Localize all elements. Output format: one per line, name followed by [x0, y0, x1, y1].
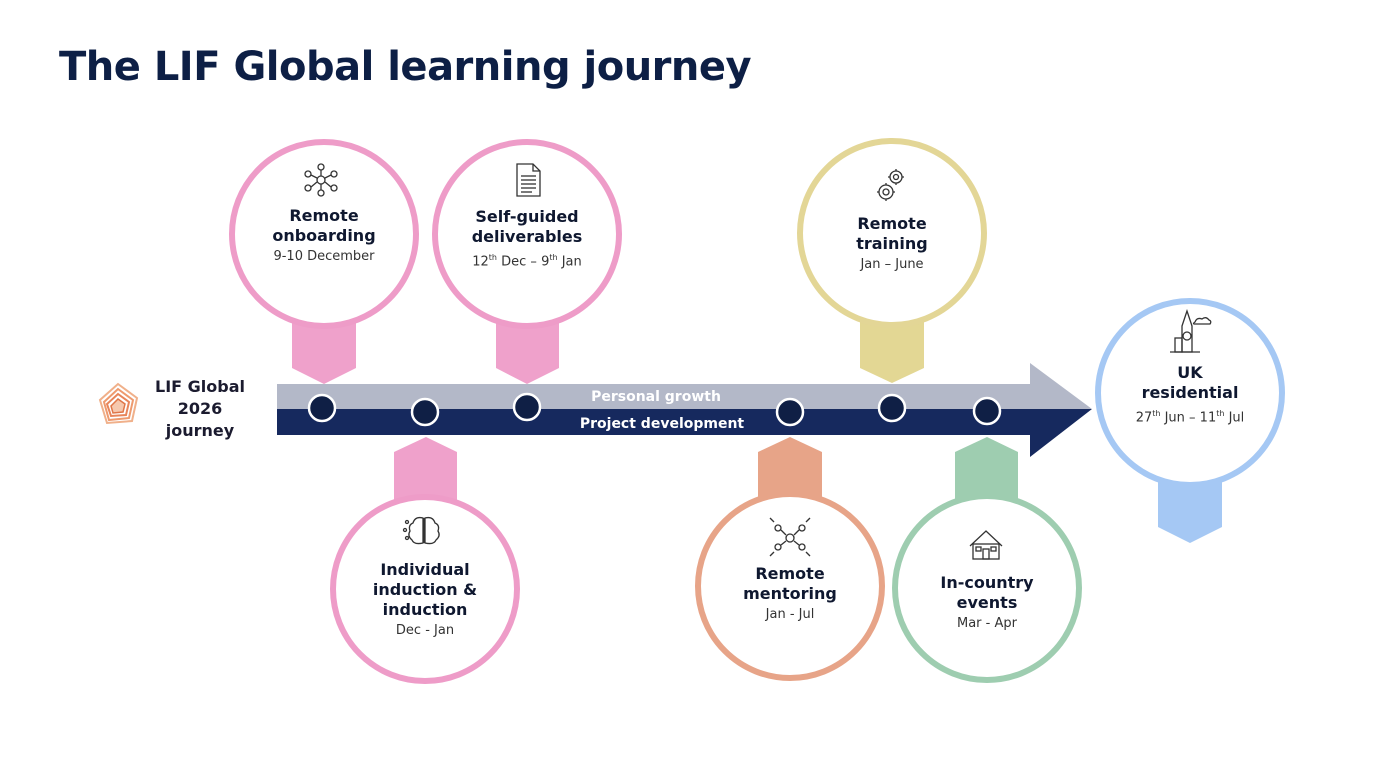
timeline-dot: [972, 396, 1002, 426]
milestone-title: UK: [1177, 363, 1203, 382]
milestone-date: Dec - Jan: [395, 623, 455, 638]
milestone-date: Jan – June: [860, 257, 924, 272]
timeline-dot: [775, 397, 805, 427]
milestone-title: onboarding: [272, 226, 376, 245]
lif-logo: [98, 382, 139, 425]
brain-icon: [402, 516, 440, 545]
journey-label-line3: journey: [165, 421, 235, 440]
circle-uk-residential: [1095, 298, 1285, 488]
timeline-arrow: [277, 363, 1092, 457]
network-icon: [304, 163, 338, 197]
pin-remote-mentoring: [758, 437, 822, 505]
journey-label-line2: 2026: [177, 399, 223, 418]
milestone-date: 27th Jun – 11th Jul: [1135, 409, 1245, 426]
personal-growth-band: [277, 384, 1032, 409]
timeline-dot: [410, 397, 440, 427]
project-development-label: Project development: [580, 416, 745, 432]
circle-in-country-events: [892, 493, 1082, 683]
gears-icon: [877, 169, 904, 201]
milestone-self-guided-deliverables: Self-guided deliverables 12th Dec – 9th …: [447, 207, 607, 270]
milestone-title: Remote: [289, 206, 359, 225]
milestone-title: residential: [1141, 383, 1239, 402]
milestone-date: Jan - Jul: [765, 607, 815, 622]
milestone-date: 12th Dec – 9th Jan: [472, 253, 582, 270]
milestone-remote-training: Remote training Jan – June: [812, 214, 972, 273]
top-pins: [292, 315, 924, 384]
team-icon: [769, 517, 811, 557]
timeline-dot: [877, 393, 907, 423]
pin-remote-training: [860, 318, 924, 383]
page-title: The LIF Global learning journey: [59, 44, 752, 90]
milestone-title: In-country: [940, 573, 1034, 592]
project-development-band: [277, 409, 1032, 435]
timeline-dot: [307, 393, 337, 423]
milestone-date: Mar - Apr: [957, 616, 1017, 631]
pin-uk-residential: [1158, 470, 1222, 543]
milestone-individual-induction: Individual induction & induction Dec - J…: [340, 560, 510, 639]
journey-label-line1: LIF Global: [155, 377, 245, 396]
milestone-title: mentoring: [743, 584, 837, 603]
milestone-remote-onboarding: Remote onboarding 9-10 December: [244, 206, 404, 265]
circle-remote-onboarding: [229, 139, 419, 329]
milestone-title: induction: [382, 600, 468, 619]
timeline-dots: [307, 392, 1002, 427]
milestone-title: induction &: [372, 580, 478, 599]
milestone-title: events: [956, 593, 1018, 612]
bottom-pins: [394, 437, 1222, 543]
personal-growth-label: Personal growth: [591, 389, 721, 405]
milestone-in-country-events: In-country events Mar - Apr: [907, 573, 1067, 632]
milestone-uk-residential: UK residential 27th Jun – 11th Jul: [1110, 363, 1270, 426]
pin-individual-induction: [394, 437, 457, 505]
milestone-remote-mentoring: Remote mentoring Jan - Jul: [710, 564, 870, 623]
milestone-date: 9-10 December: [273, 249, 375, 264]
circle-self-guided: [432, 139, 622, 329]
milestone-title: Remote: [857, 214, 927, 233]
milestone-title: deliverables: [471, 227, 583, 246]
circle-individual-induction: [330, 494, 520, 684]
pin-remote-onboarding: [292, 315, 356, 384]
milestone-title: Self-guided: [475, 207, 579, 226]
circle-remote-mentoring: [695, 491, 885, 681]
circle-remote-training: [797, 138, 987, 328]
journey-label: LIF Global 2026 journey: [140, 376, 260, 442]
milestone-title: Remote: [755, 564, 825, 583]
house-icon: [969, 530, 1003, 560]
pin-self-guided: [496, 315, 559, 384]
milestone-title: Individual: [380, 560, 470, 579]
timeline-dot: [512, 392, 542, 422]
milestone-circles: [229, 138, 1285, 684]
milestone-title: training: [856, 234, 928, 253]
big-ben-icon: [1170, 308, 1212, 353]
document-icon: [516, 163, 541, 197]
pin-in-country-events: [955, 437, 1018, 505]
